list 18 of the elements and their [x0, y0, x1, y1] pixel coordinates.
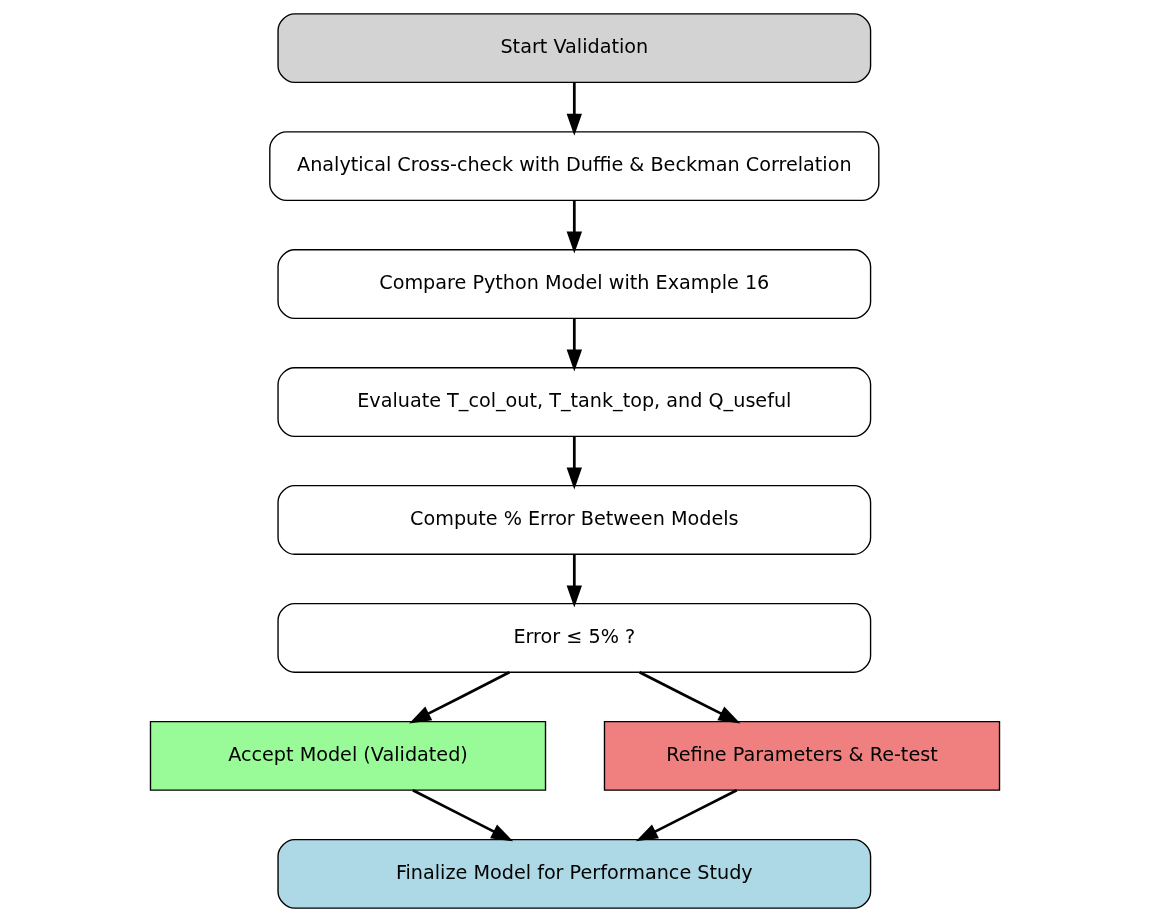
- arrow: [635, 789, 738, 842]
- arrow: [566, 554, 582, 608]
- node-box: Compute % Error Between Models: [277, 485, 872, 555]
- arrow: [566, 82, 582, 136]
- node-box: Refine Parameters & Re-test: [603, 720, 1001, 791]
- arrow: [566, 318, 582, 372]
- node-box: Error ≤ 5% ?: [277, 602, 872, 673]
- node-box: Accept Model (Validated): [149, 720, 547, 791]
- arrow: [412, 789, 514, 842]
- arrow: [409, 671, 511, 724]
- arrow: [638, 671, 741, 724]
- arrow: [566, 200, 582, 254]
- node-box: Finalize Model for Performance Study: [277, 838, 872, 909]
- node-box: Analytical Cross-check with Duffie & Beckman Correlation: [269, 131, 880, 202]
- node-box: Start Validation: [277, 13, 872, 84]
- arrow: [566, 436, 582, 490]
- node-box: Evaluate T_col_out, T_tank_top, and Q_useful: [277, 367, 872, 437]
- node-box: Compare Python Model with Example 16: [277, 249, 872, 320]
